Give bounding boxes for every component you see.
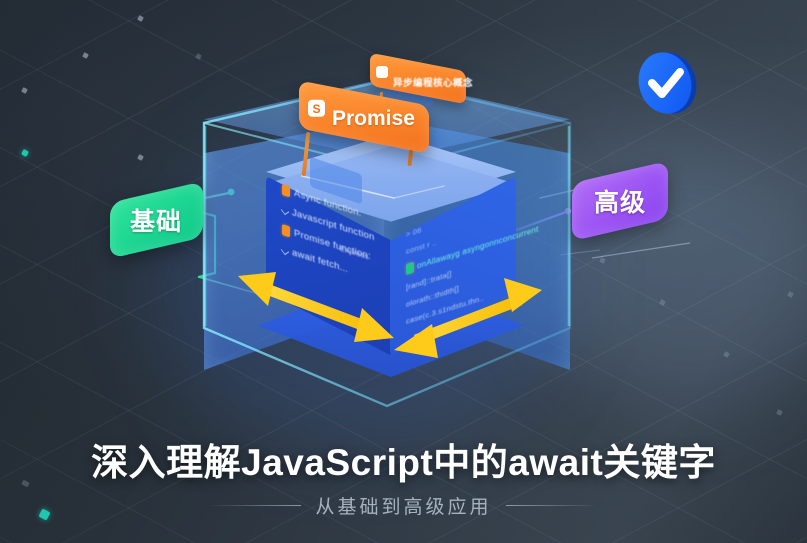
grid-node xyxy=(195,53,202,60)
page-subtitle: 从基础到高级应用 xyxy=(315,497,492,518)
script-icon: S xyxy=(308,99,325,117)
subtitle-row: 从基础到高级应用 xyxy=(0,492,807,519)
subtitle-rule-left xyxy=(209,505,302,506)
cube-arrows xyxy=(238,272,542,358)
badge-advanced-label: 高级 xyxy=(593,189,646,218)
badge-basic[interactable]: 基础 xyxy=(110,181,203,259)
page-title: 深入理解JavaScript中的await关键字 xyxy=(91,442,716,483)
grid-node xyxy=(599,257,606,264)
grid-node xyxy=(787,291,794,298)
badge-basic-label: 基础 xyxy=(130,208,183,237)
grid-node-teal xyxy=(20,148,30,158)
badge-promise-label: Promise xyxy=(332,106,415,130)
isometric-cube: Async function. Javascript function Prom… xyxy=(198,73,588,408)
arrow-left xyxy=(238,272,394,342)
grid-node xyxy=(776,409,783,416)
check-circle-icon[interactable] xyxy=(634,48,698,118)
subtitle-rule-right xyxy=(505,505,598,506)
grid-node xyxy=(137,15,144,22)
grid-node xyxy=(21,87,28,94)
document-icon xyxy=(376,65,388,78)
arrow-right xyxy=(394,278,542,358)
grid-node xyxy=(659,299,666,306)
grid-node xyxy=(723,351,730,358)
grid-node xyxy=(137,154,144,161)
grid-node xyxy=(82,52,89,59)
badge-note-label: 异步编程核心概念 xyxy=(393,77,474,89)
